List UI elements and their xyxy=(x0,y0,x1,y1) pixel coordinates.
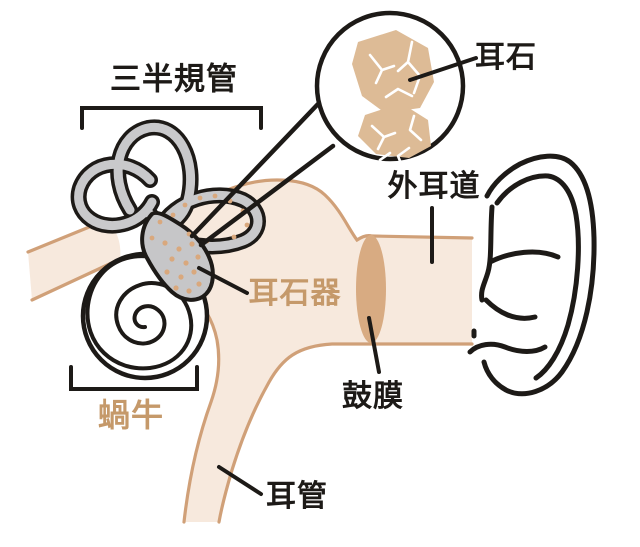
label-cochlea: 蝸牛 xyxy=(97,397,165,433)
label-otolith: 耳石 xyxy=(475,41,537,74)
otolith-magnifier xyxy=(314,10,466,168)
outer-ear-drawing xyxy=(467,153,597,397)
eardrum-leader-line xyxy=(367,316,381,374)
otolith-leader-line xyxy=(408,56,478,82)
rock-cracks xyxy=(368,40,423,168)
label-eustachian-tube: 耳管 xyxy=(266,480,328,513)
middle-ear-cavity xyxy=(168,178,474,524)
label-eardrum: 鼓膜 xyxy=(342,380,404,413)
eardrum-shape xyxy=(356,235,386,343)
label-external-auditory-canal: 外耳道 xyxy=(387,170,481,203)
canal-bottom-edge xyxy=(217,342,474,524)
label-semicircular-canals: 三半規管 xyxy=(110,61,238,97)
label-otolith-organ: 耳石器 xyxy=(248,277,342,310)
otolith-organ-leader-line xyxy=(197,266,249,295)
otolith-rocks xyxy=(352,30,434,158)
otolith-organ-sac xyxy=(140,193,250,302)
semicircular-bracket xyxy=(80,106,263,130)
annotation-lines xyxy=(69,56,478,496)
cochlea-bracket xyxy=(69,365,199,391)
eustachian-leader-line xyxy=(217,465,263,496)
magnifier-funnel-lines xyxy=(189,101,336,248)
